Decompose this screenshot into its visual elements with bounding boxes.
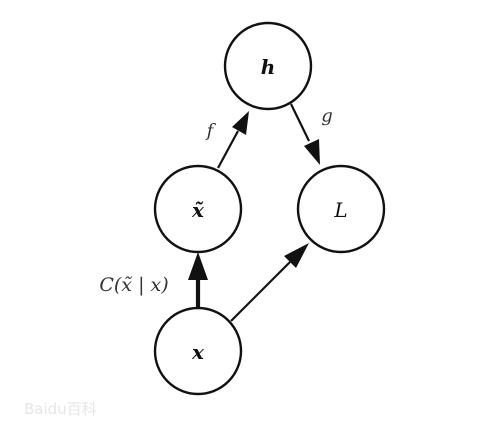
edge-g-label: g: [321, 106, 333, 127]
edge-f: [217, 111, 249, 169]
node-x-tilde: x̃: [153, 164, 243, 254]
node-x-label: x: [191, 340, 205, 364]
node-h-label: h: [261, 55, 276, 79]
edge-corruption: [188, 252, 208, 308]
edge-g: [290, 103, 320, 165]
node-h-circle: [223, 21, 313, 111]
node-x-tilde-label: x̃: [191, 198, 205, 222]
edge-x-to-L-line: [230, 261, 291, 322]
node-x-tilde-circle: [153, 164, 243, 254]
edge-f-arrowhead: [232, 111, 249, 135]
node-x: x: [153, 306, 243, 396]
node-L-circle: [296, 164, 386, 254]
baidu-watermark-logo: Baidu百科: [24, 400, 97, 418]
edge-g-line: [290, 103, 310, 142]
node-L: L: [296, 164, 386, 254]
edge-f-line: [217, 130, 239, 169]
node-x-circle: [153, 306, 243, 396]
edge-f-label: f: [205, 121, 217, 142]
node-h: h: [223, 21, 313, 111]
edge-g-arrowhead: [304, 139, 320, 165]
node-L-label: L: [333, 198, 347, 222]
edge-x-to-L: [230, 243, 309, 322]
edge-corruption-label: C(x̃ | x): [99, 274, 168, 296]
edge-corruption-arrowhead: [188, 252, 208, 280]
edge-x-to-L-arrowhead: [284, 243, 309, 268]
